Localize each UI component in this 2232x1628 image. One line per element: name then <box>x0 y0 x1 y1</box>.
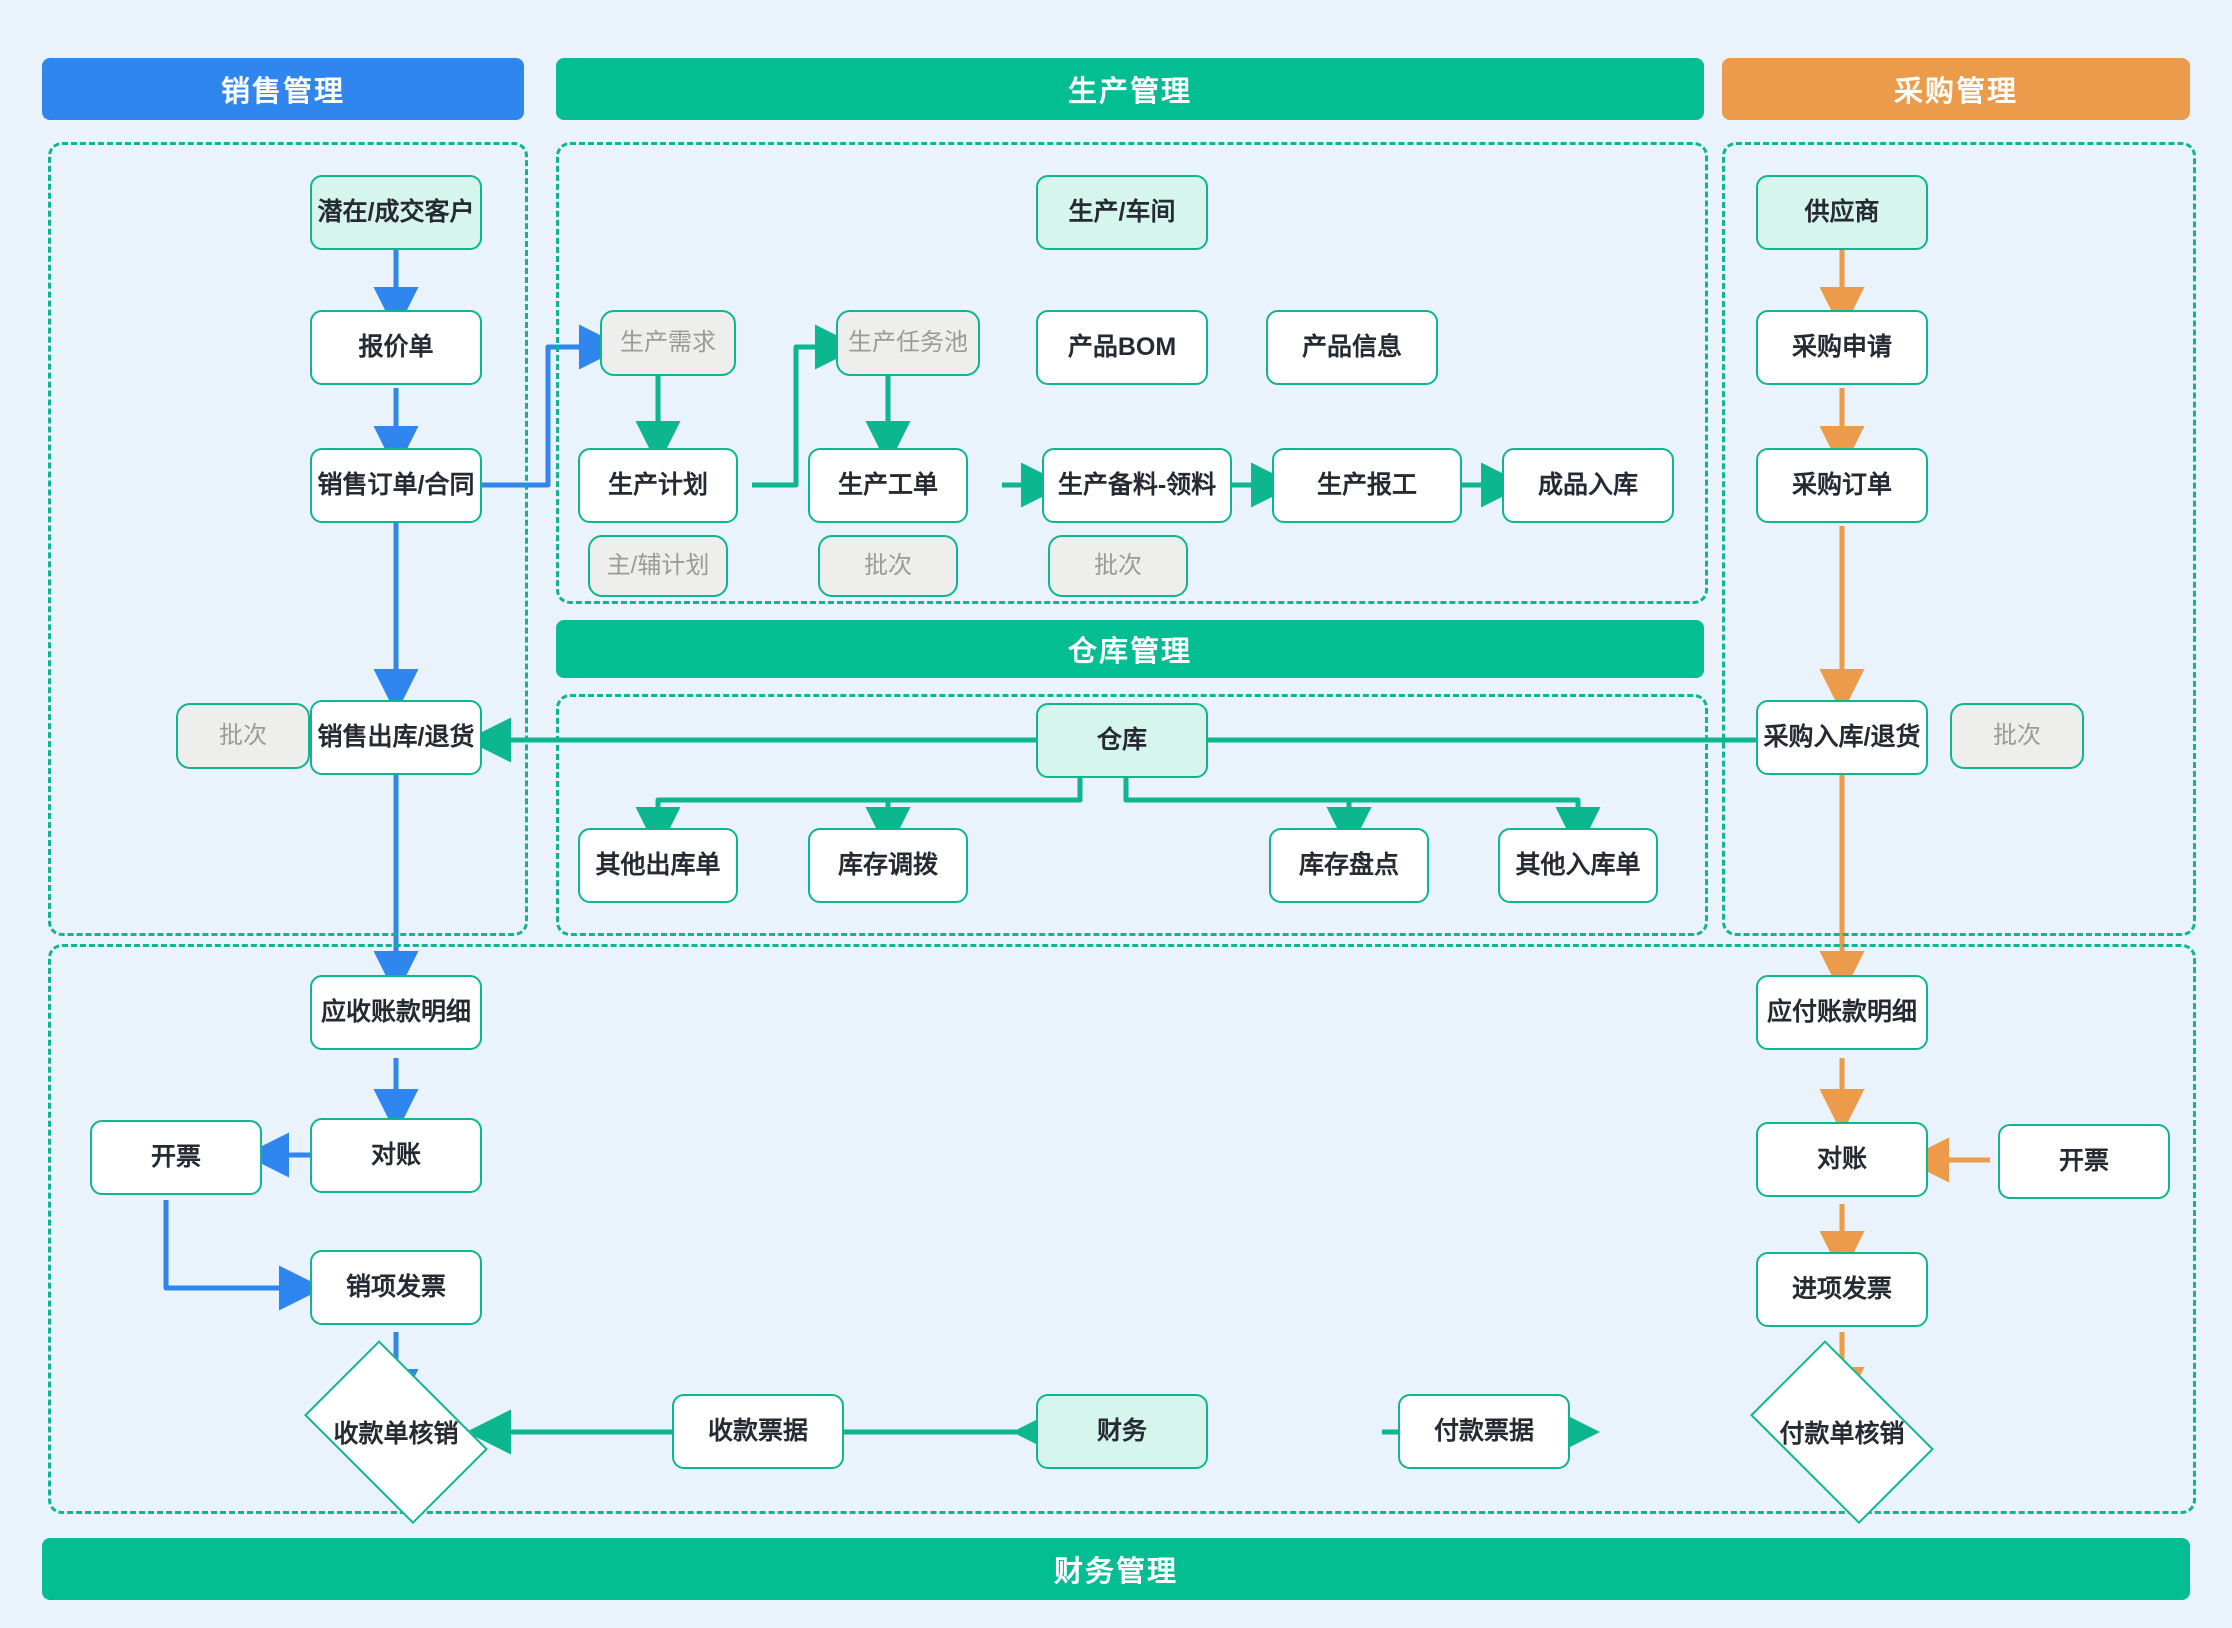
section-header-sales: 销售管理 <box>42 58 524 120</box>
node-sales-outbound[interactable]: 销售出库/退货 <box>310 700 482 775</box>
node-product-info[interactable]: 产品信息 <box>1266 310 1438 385</box>
node-finished-goods-inbound[interactable]: 成品入库 <box>1502 448 1674 523</box>
group-finance <box>48 944 2196 1514</box>
node-sales-quote[interactable]: 报价单 <box>310 310 482 385</box>
node-payment-document[interactable]: 付款票据 <box>1398 1394 1570 1469</box>
node-sales-batch-tag: 批次 <box>176 703 310 769</box>
section-header-production: 生产管理 <box>556 58 1704 120</box>
node-ar-detail[interactable]: 应收账款明细 <box>310 975 482 1050</box>
node-ap-detail[interactable]: 应付账款明细 <box>1756 975 1928 1050</box>
node-finance-center[interactable]: 财务 <box>1036 1394 1208 1469</box>
node-receipt-writeoff[interactable]: 收款单核销 <box>290 1340 502 1524</box>
group-production <box>556 142 1708 604</box>
node-purchase-order[interactable]: 采购订单 <box>1756 448 1928 523</box>
section-header-warehouse: 仓库管理 <box>556 620 1704 678</box>
node-supplier[interactable]: 供应商 <box>1756 175 1928 250</box>
node-payment-writeoff-label: 付款单核销 <box>1779 1420 1905 1448</box>
node-production-task-pool[interactable]: 生产任务池 <box>836 310 980 376</box>
node-receipt-writeoff-label: 收款单核销 <box>333 1420 459 1448</box>
node-payment-writeoff[interactable]: 付款单核销 <box>1736 1340 1948 1524</box>
node-other-inbound[interactable]: 其他入库单 <box>1498 828 1658 903</box>
node-production-plan[interactable]: 生产计划 <box>578 448 738 523</box>
group-purchase <box>1722 142 2196 936</box>
node-purchase-batch-tag: 批次 <box>1950 703 2084 769</box>
section-header-purchase: 采购管理 <box>1722 58 2190 120</box>
node-inventory-transfer[interactable]: 库存调拨 <box>808 828 968 903</box>
node-inventory-stocktake[interactable]: 库存盘点 <box>1269 828 1429 903</box>
node-production-report[interactable]: 生产报工 <box>1272 448 1462 523</box>
node-sales-order[interactable]: 销售订单/合同 <box>310 448 482 523</box>
node-warehouse[interactable]: 仓库 <box>1036 703 1208 778</box>
node-output-invoice[interactable]: 销项发票 <box>310 1250 482 1325</box>
node-input-invoice[interactable]: 进项发票 <box>1756 1252 1928 1327</box>
node-purchase-inbound[interactable]: 采购入库/退货 <box>1756 700 1928 775</box>
node-other-outbound[interactable]: 其他出库单 <box>578 828 738 903</box>
section-header-finance: 财务管理 <box>42 1538 2190 1600</box>
node-production-plan-tag: 主/辅计划 <box>588 535 728 597</box>
group-sales <box>48 142 528 936</box>
node-ar-invoicing[interactable]: 开票 <box>90 1120 262 1195</box>
node-receipt-document[interactable]: 收款票据 <box>672 1394 844 1469</box>
group-warehouse <box>556 694 1708 936</box>
node-production-workshop[interactable]: 生产/车间 <box>1036 175 1208 250</box>
node-production-material[interactable]: 生产备料-领料 <box>1042 448 1232 523</box>
node-purchase-request[interactable]: 采购申请 <box>1756 310 1928 385</box>
node-sales-customer[interactable]: 潜在/成交客户 <box>310 175 482 250</box>
node-production-demand[interactable]: 生产需求 <box>600 310 736 376</box>
node-production-work-order-tag: 批次 <box>818 535 958 597</box>
node-ap-invoicing[interactable]: 开票 <box>1998 1124 2170 1199</box>
node-production-work-order[interactable]: 生产工单 <box>808 448 968 523</box>
node-product-bom[interactable]: 产品BOM <box>1036 310 1208 385</box>
node-ap-reconciliation[interactable]: 对账 <box>1756 1122 1928 1197</box>
node-production-material-tag: 批次 <box>1048 535 1188 597</box>
node-ar-reconciliation[interactable]: 对账 <box>310 1118 482 1193</box>
